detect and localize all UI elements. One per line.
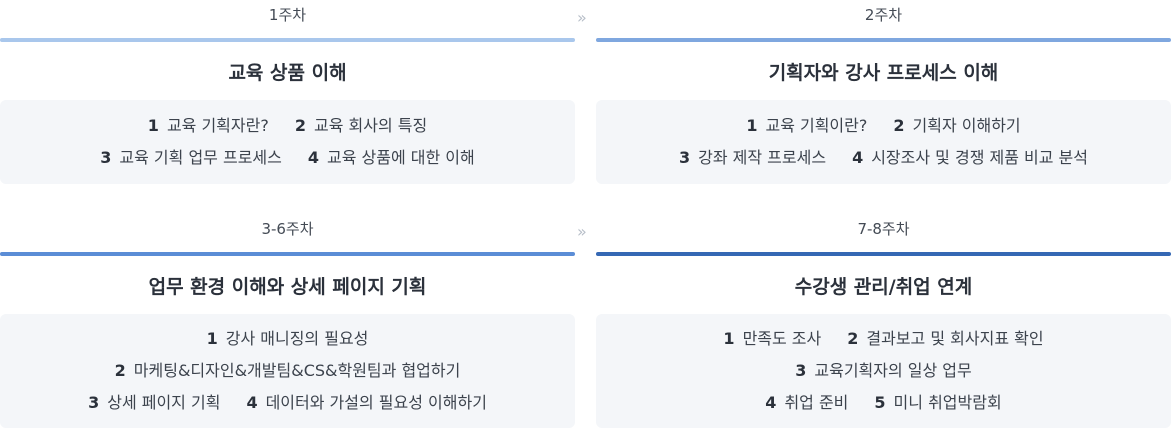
week-progress-bar — [596, 38, 1171, 42]
topic-number: 3 — [678, 148, 691, 167]
block-title: 수강생 관리/취업 연계 — [794, 276, 973, 298]
topic-text: 결과보고 및 회사지표 확인 — [866, 329, 1044, 348]
topic-number: 3 — [795, 361, 807, 380]
topic-row: 3 상세 페이지 기획 4 데이터와 가설의 필요성 이해하기 — [88, 387, 487, 419]
topic-box: 1 교육 기획자란? 2 교육 회사의 특징 3 교육 기획 업무 프로세스 4 교육 … — [0, 100, 575, 184]
topic-text: 시장조사 및 경쟁 제품 비교 분석 — [871, 148, 1088, 167]
week-label: 2주차 — [864, 6, 903, 24]
topic-item: 3 상세 페이지 기획 — [88, 387, 220, 419]
week-label: 7-8주차 — [857, 220, 910, 238]
topic-number: 4 — [307, 148, 319, 167]
block-week-3-6: 3-6주차 업무 환경 이해와 상세 페이지 기획 1 강사 매니징의 필요성 2… — [0, 214, 575, 430]
topic-item: 5 미니 취업박람회 — [874, 387, 1001, 419]
topic-row: 1 만족도 조사 2 결과보고 및 회사지표 확인 — [723, 323, 1043, 355]
topic-number: 4 — [765, 393, 777, 412]
topic-text: 교육 회사의 특징 — [313, 116, 428, 135]
week-progress-bar — [0, 252, 575, 256]
block-week-2: 2주차 기획자와 강사 프로세스 이해 1 교육 기획이란? 2 기획자 이해하기 … — [596, 0, 1171, 190]
topic-number: 4 — [852, 148, 864, 167]
topic-item: 1 교육 기획자란? — [148, 110, 269, 142]
topic-text: 상세 페이지 기획 — [107, 393, 221, 412]
topic-row: 3 교육 기획 업무 프로세스 4 교육 상품에 대한 이해 — [100, 142, 475, 174]
chevron-right-double-icon: » — [577, 222, 587, 241]
week-label: 3-6주차 — [261, 220, 314, 238]
topic-item: 4 교육 상품에 대한 이해 — [308, 142, 475, 174]
topic-text: 교육기획자의 일상 업무 — [814, 361, 972, 380]
topic-row: 3 교육기획자의 일상 업무 — [795, 355, 972, 387]
topic-row: 1 강사 매니징의 필요성 — [207, 323, 369, 355]
topic-item: 3 강좌 제작 프로세스 — [679, 142, 826, 174]
week-progress-bar — [0, 38, 575, 42]
topic-number: 1 — [723, 329, 735, 348]
topic-item: 1 교육 기획이란? — [746, 110, 867, 142]
topic-row: 1 교육 기획자란? 2 교육 회사의 특징 — [148, 110, 427, 142]
topic-row: 4 취업 준비 5 미니 취업박람회 — [765, 387, 1001, 419]
week-progress-bar — [596, 252, 1171, 256]
block-week-7-8: 7-8주차 수강생 관리/취업 연계 1 만족도 조사 2 결과보고 및 회사지표 … — [596, 214, 1171, 430]
topic-text: 교육 상품에 대한 이해 — [327, 148, 475, 167]
topic-item: 2 마케팅&디자인&개발팀&CS&학원팀과 협업하기 — [115, 355, 461, 387]
topic-item: 1 강사 매니징의 필요성 — [207, 323, 369, 355]
chevron-right-double-icon: » — [577, 8, 587, 27]
topic-box: 1 강사 매니징의 필요성 2 마케팅&디자인&개발팀&CS&학원팀과 협업하기 3… — [0, 314, 575, 428]
topic-item: 2 교육 회사의 특징 — [295, 110, 427, 142]
topic-number: 3 — [88, 393, 100, 412]
topic-item: 3 교육 기획 업무 프로세스 — [100, 142, 282, 174]
topic-row: 1 교육 기획이란? 2 기획자 이해하기 — [746, 110, 1020, 142]
topic-number: 2 — [847, 329, 859, 348]
topic-item: 3 교육기획자의 일상 업무 — [795, 355, 972, 387]
topic-number: 1 — [147, 116, 159, 135]
topic-number: 3 — [100, 148, 112, 167]
topic-text: 마케팅&디자인&개발팀&CS&학원팀과 협업하기 — [133, 361, 461, 380]
week-label: 1주차 — [268, 6, 307, 24]
topic-row: 3 강좌 제작 프로세스 4 시장조사 및 경쟁 제품 비교 분석 — [679, 142, 1088, 174]
topic-text: 만족도 조사 — [742, 329, 822, 348]
topic-item: 4 취업 준비 — [765, 387, 848, 419]
topic-text: 기획자 이해하기 — [912, 116, 1021, 135]
topic-row: 2 마케팅&디자인&개발팀&CS&학원팀과 협업하기 — [115, 355, 461, 387]
topic-text: 교육 기획 업무 프로세스 — [119, 148, 282, 167]
topic-number: 2 — [893, 116, 905, 135]
topic-item: 1 만족도 조사 — [723, 323, 821, 355]
topic-item: 4 데이터와 가설의 필요성 이해하기 — [246, 387, 486, 419]
block-title: 교육 상품 이해 — [228, 62, 347, 84]
block-title: 업무 환경 이해와 상세 페이지 기획 — [148, 276, 427, 298]
topic-number: 1 — [746, 116, 758, 135]
topic-box: 1 교육 기획이란? 2 기획자 이해하기 3 강좌 제작 프로세스 4 시장조사 및 … — [596, 100, 1171, 184]
topic-item: 2 기획자 이해하기 — [893, 110, 1020, 142]
topic-number: 1 — [206, 329, 218, 348]
topic-item: 2 결과보고 및 회사지표 확인 — [847, 323, 1043, 355]
block-week-1: 1주차 교육 상품 이해 1 교육 기획자란? 2 교육 회사의 특징 3 교육 기획… — [0, 0, 575, 190]
topic-text: 취업 준비 — [784, 393, 849, 412]
topic-item: 4 시장조사 및 경쟁 제품 비교 분석 — [852, 142, 1088, 174]
topic-number: 5 — [874, 393, 886, 412]
topic-text: 교육 기획이란? — [765, 116, 868, 135]
block-title: 기획자와 강사 프로세스 이해 — [768, 62, 999, 84]
topic-text: 미니 취업박람회 — [893, 393, 1002, 412]
topic-text: 교육 기획자란? — [166, 116, 269, 135]
topic-text: 강좌 제작 프로세스 — [698, 148, 827, 167]
topic-number: 4 — [246, 393, 258, 412]
topic-number: 2 — [114, 361, 126, 380]
topic-text: 강사 매니징의 필요성 — [225, 329, 369, 348]
topic-number: 2 — [294, 116, 306, 135]
topic-text: 데이터와 가설의 필요성 이해하기 — [265, 393, 487, 412]
